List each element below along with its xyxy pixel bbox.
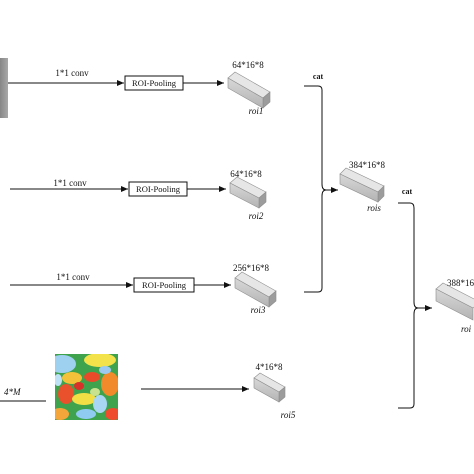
feature-block-roi2 — [229, 176, 267, 209]
cat-label-2: cat — [402, 187, 413, 196]
cat-bracket-2 — [398, 202, 419, 409]
conv-label-3: 1*1 conv — [56, 272, 90, 282]
feature-block-rois — [339, 167, 385, 203]
name-roi3: roi3 — [251, 305, 266, 315]
roi-pooling-label-3: ROI-Pooling — [142, 280, 187, 290]
feature-block-roi5 — [253, 372, 286, 403]
branch-1: 1*1 conv ROI-Pooling 64*16*8 roi1 — [8, 60, 271, 116]
dims-roi3: 256*16*8 — [233, 263, 270, 273]
dims-roi5: 4*16*8 — [256, 362, 284, 372]
name-roi1: roi1 — [249, 106, 264, 116]
feature-block-roi1 — [227, 71, 271, 109]
dims-roi: 388*16 — [447, 278, 474, 288]
heatmap-image — [55, 354, 118, 420]
cat-bracket-1 — [304, 85, 327, 293]
dims-rois: 384*16*8 — [349, 160, 386, 170]
feature-block-roi3 — [234, 271, 277, 308]
dims-roi1: 64*16*8 — [232, 60, 264, 70]
dims-roi2: 64*16*8 — [230, 169, 262, 179]
name-rois: rois — [367, 203, 381, 213]
feature-block-roi — [435, 282, 474, 321]
name-roi5: roi5 — [281, 410, 296, 420]
heatmap-left-label: 4*M — [4, 387, 21, 397]
name-roi2: roi2 — [249, 211, 264, 221]
conv-label-2: 1*1 conv — [53, 178, 87, 188]
branch-3: 1*1 conv ROI-Pooling 256*16*8 roi3 — [10, 263, 277, 315]
cat-label-1: cat — [313, 72, 324, 81]
roi-pooling-label-1: ROI-Pooling — [132, 78, 177, 88]
merge-1: cat 384*16*8 rois — [304, 72, 386, 293]
name-roi: roi — [461, 324, 472, 334]
merge-2: cat 388*16 roi — [398, 187, 474, 409]
conv-label-1: 1*1 conv — [55, 68, 89, 78]
branch-2: 1*1 conv ROI-Pooling 64*16*8 roi2 — [10, 169, 267, 221]
roi-pooling-label-2: ROI-Pooling — [136, 184, 181, 194]
heatmap-branch: 4*M — [0, 354, 296, 420]
input-feature-block — [0, 58, 8, 118]
